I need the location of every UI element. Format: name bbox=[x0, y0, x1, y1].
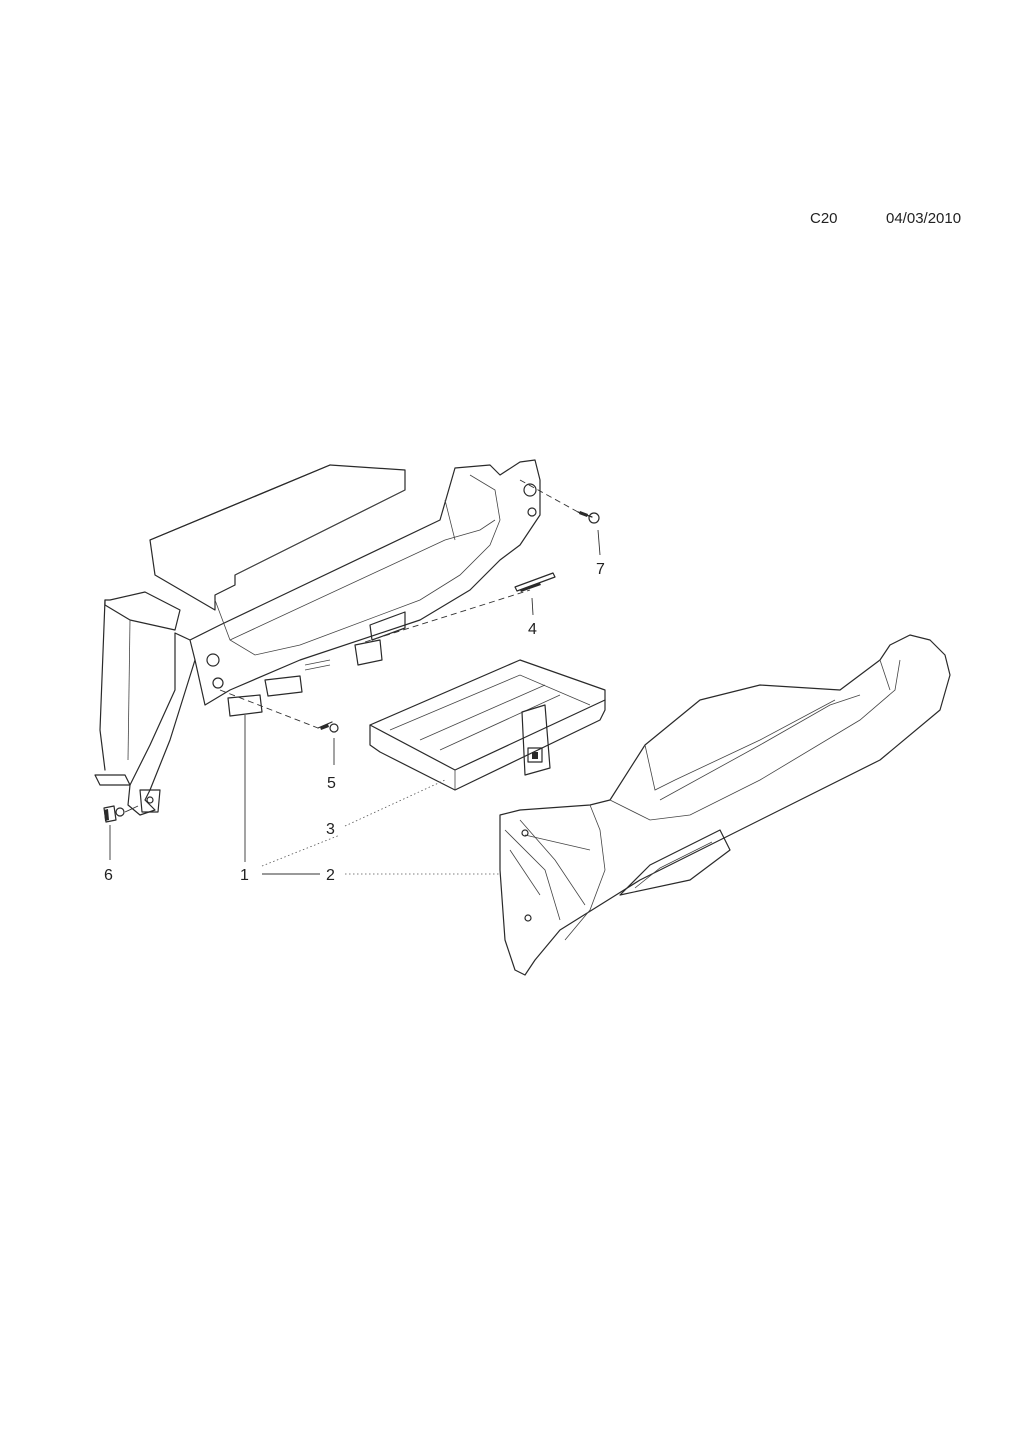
clip-6 bbox=[103, 805, 125, 823]
diagram-date: 04/03/2010 bbox=[886, 210, 962, 227]
callout-1: 1 bbox=[240, 867, 249, 884]
callout-5: 5 bbox=[327, 775, 336, 792]
storage-tray bbox=[369, 659, 606, 791]
screw-5 bbox=[317, 721, 339, 733]
screw-7 bbox=[577, 511, 600, 524]
leader-lines bbox=[109, 479, 601, 875]
glovebox-housing bbox=[94, 459, 541, 816]
callout-2: 2 bbox=[326, 867, 335, 884]
glovebox-door bbox=[499, 634, 951, 976]
diagram-code: C20 bbox=[810, 210, 838, 227]
callout-labels: 1 2 3 4 5 6 7 bbox=[104, 561, 605, 884]
callout-7: 7 bbox=[596, 561, 605, 578]
callout-6: 6 bbox=[104, 867, 113, 884]
callout-3: 3 bbox=[326, 821, 335, 838]
pin bbox=[514, 572, 556, 592]
callout-4: 4 bbox=[528, 621, 537, 638]
